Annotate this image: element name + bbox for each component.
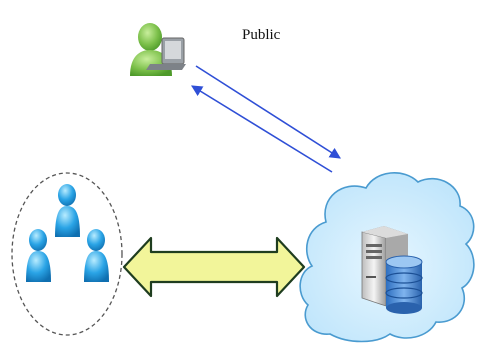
arrow-to-public [191, 85, 333, 173]
user-icon [84, 229, 109, 282]
public-user-icon [130, 23, 186, 76]
database-icon [385, 255, 423, 314]
user-group [11, 172, 123, 336]
user-icon [26, 229, 51, 282]
arrow-to-cloud [195, 65, 341, 159]
double-arrow [122, 236, 306, 298]
group-boundary [11, 172, 123, 336]
user-icon [55, 184, 80, 237]
public-label: Public [242, 27, 281, 43]
